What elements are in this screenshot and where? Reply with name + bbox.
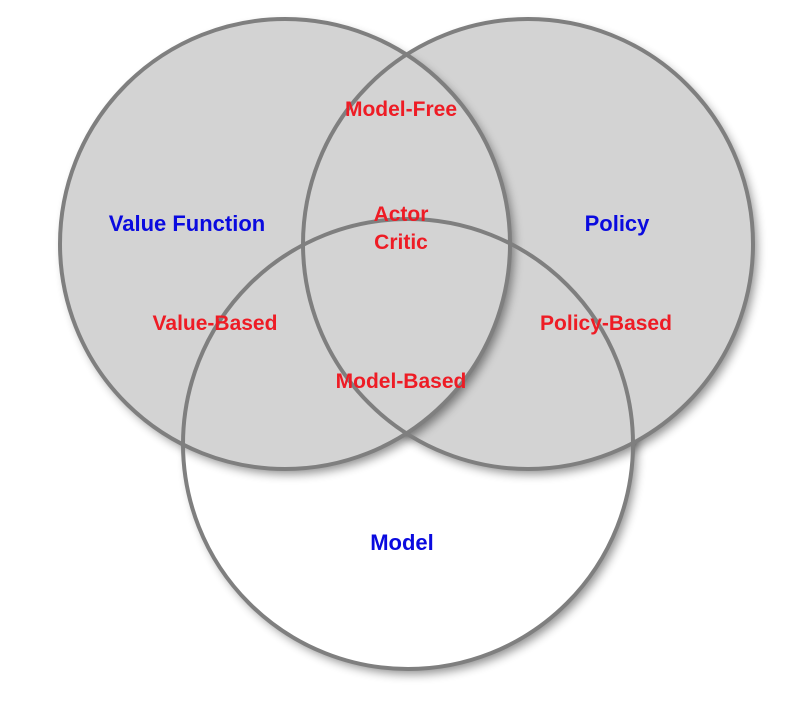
value-function-label: Value Function xyxy=(109,211,265,236)
policy-label: Policy xyxy=(585,211,651,236)
model-circle-outline xyxy=(181,217,635,671)
value-function-circle-fill xyxy=(60,19,510,469)
policy-based-label: Policy-Based xyxy=(540,312,672,335)
model-based-label: Model-Based xyxy=(336,370,467,393)
model-label: Model xyxy=(370,530,434,555)
model-free-label: Model-Free xyxy=(345,98,457,121)
value-based-label: Value-Based xyxy=(153,312,278,335)
actor-critic-label-line2: Critic xyxy=(374,231,428,254)
actor-critic-label-line1: Actor xyxy=(374,203,429,226)
